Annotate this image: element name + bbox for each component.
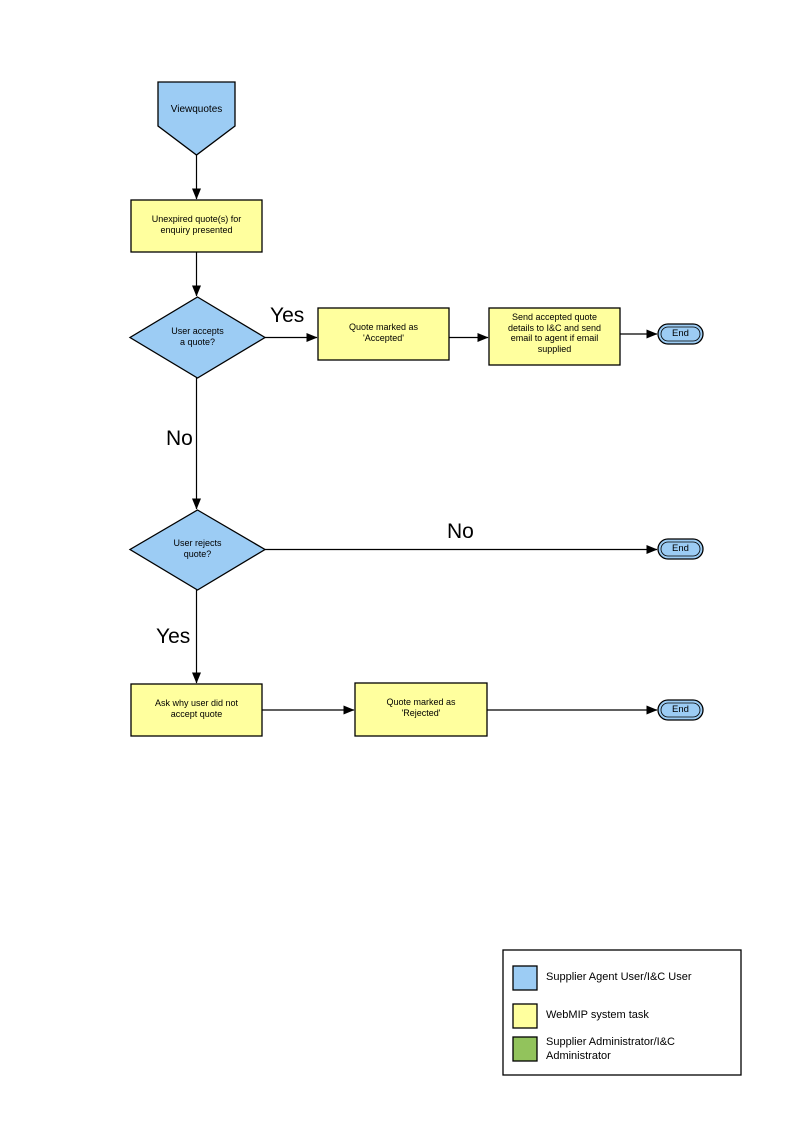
end-outer-shape	[657, 699, 704, 721]
legend-swatch-webmip-system-task	[512, 1003, 538, 1029]
node-task-ask-why-not-accepted[interactable]	[130, 683, 263, 737]
branch-label-yes-reject: Yes	[156, 625, 191, 648]
branch-label-no-accept: No	[166, 427, 193, 450]
end-inner-shape	[660, 541, 701, 557]
node-start-viewquotes[interactable]	[157, 81, 236, 156]
node-end-no-reject[interactable]	[657, 538, 704, 560]
node-task-quote-marked-rejected[interactable]	[354, 682, 488, 737]
node-end-rejected[interactable]	[657, 699, 704, 721]
end-inner-shape	[660, 326, 701, 342]
legend-label-supplier-administrator: Supplier Administrator/I&C Administrator	[546, 1036, 675, 1062]
end-inner-shape	[660, 702, 701, 718]
legend-label-webmip-system-task: WebMIP system task	[546, 1009, 649, 1021]
branch-label-yes-accept: Yes	[270, 304, 305, 327]
legend-swatch-supplier-administrator	[512, 1036, 538, 1062]
node-decision-user-accepts-quote[interactable]	[128, 296, 267, 379]
legend-swatch-supplier-agent-user	[512, 965, 538, 991]
end-outer-shape	[657, 538, 704, 560]
node-task-unexpired-quotes[interactable]	[130, 199, 263, 253]
legend-label-supplier-agent-user: Supplier Agent User/I&C User	[546, 971, 692, 983]
branch-label-no-reject: No	[447, 520, 474, 543]
node-decision-user-rejects-quote[interactable]	[128, 509, 267, 591]
connectors	[192, 155, 658, 715]
node-task-send-accepted-details[interactable]	[488, 307, 621, 366]
legend-box	[502, 949, 742, 1076]
end-outer-shape	[657, 323, 704, 345]
node-end-accepted[interactable]	[657, 323, 704, 345]
node-task-quote-marked-accepted[interactable]	[317, 307, 450, 361]
